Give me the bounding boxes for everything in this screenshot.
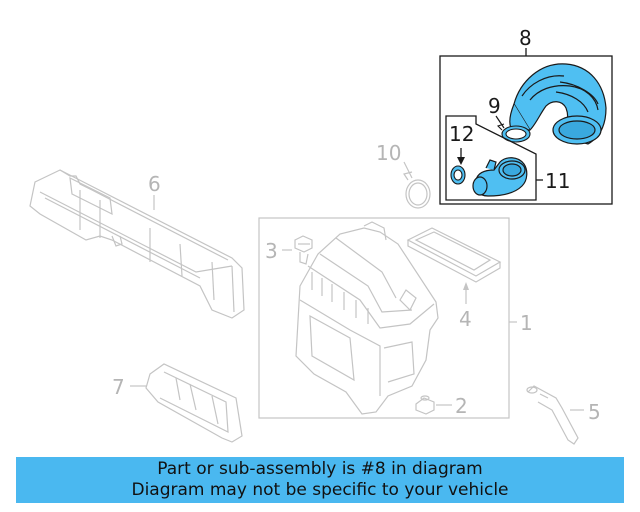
callout-7: 7 xyxy=(112,375,125,399)
callout-6: 6 xyxy=(148,172,161,196)
leader-10 xyxy=(403,161,413,179)
banner-line-2: Diagram may not be specific to your vehi… xyxy=(131,480,509,500)
callout-12: 12 xyxy=(449,122,474,146)
banner-line-1: Part or sub-assembly is #8 in diagram xyxy=(157,459,483,479)
part-1-air-cleaner-assembly xyxy=(295,221,439,415)
part-11-elbow-hose xyxy=(472,157,528,197)
part-2-grommet xyxy=(415,395,435,415)
part-8-air-hose xyxy=(509,63,607,145)
callout-8: 8 xyxy=(519,26,532,50)
part-12-seal-ring xyxy=(450,165,466,185)
part-7-resonator xyxy=(145,363,243,443)
callout-2: 2 xyxy=(455,394,468,418)
part-11-frame xyxy=(445,115,537,201)
callout-1: 1 xyxy=(520,311,533,335)
parts-diagram: 6 7 1 3 4 2 5 10 8 9 11 12 xyxy=(29,26,613,445)
leader-9 xyxy=(495,115,505,129)
part-6-intake-duct xyxy=(29,169,245,319)
part-5-hose xyxy=(526,385,579,445)
part-3-bolt xyxy=(294,235,313,265)
info-banner: Part or sub-assembly is #8 in diagram Di… xyxy=(16,457,624,503)
callout-10: 10 xyxy=(376,141,401,165)
callout-11: 11 xyxy=(545,169,570,193)
part-9-hose-clamp xyxy=(496,123,531,143)
callout-4: 4 xyxy=(459,307,472,331)
leader-12-arrow xyxy=(457,157,465,165)
callout-5: 5 xyxy=(588,400,601,424)
callout-9: 9 xyxy=(488,94,501,118)
part-1-frame xyxy=(258,217,510,419)
part-10-clamp xyxy=(403,171,431,209)
leader-4-arrow xyxy=(463,282,469,290)
callout-3: 3 xyxy=(265,239,278,263)
part-4-filter xyxy=(406,227,502,283)
